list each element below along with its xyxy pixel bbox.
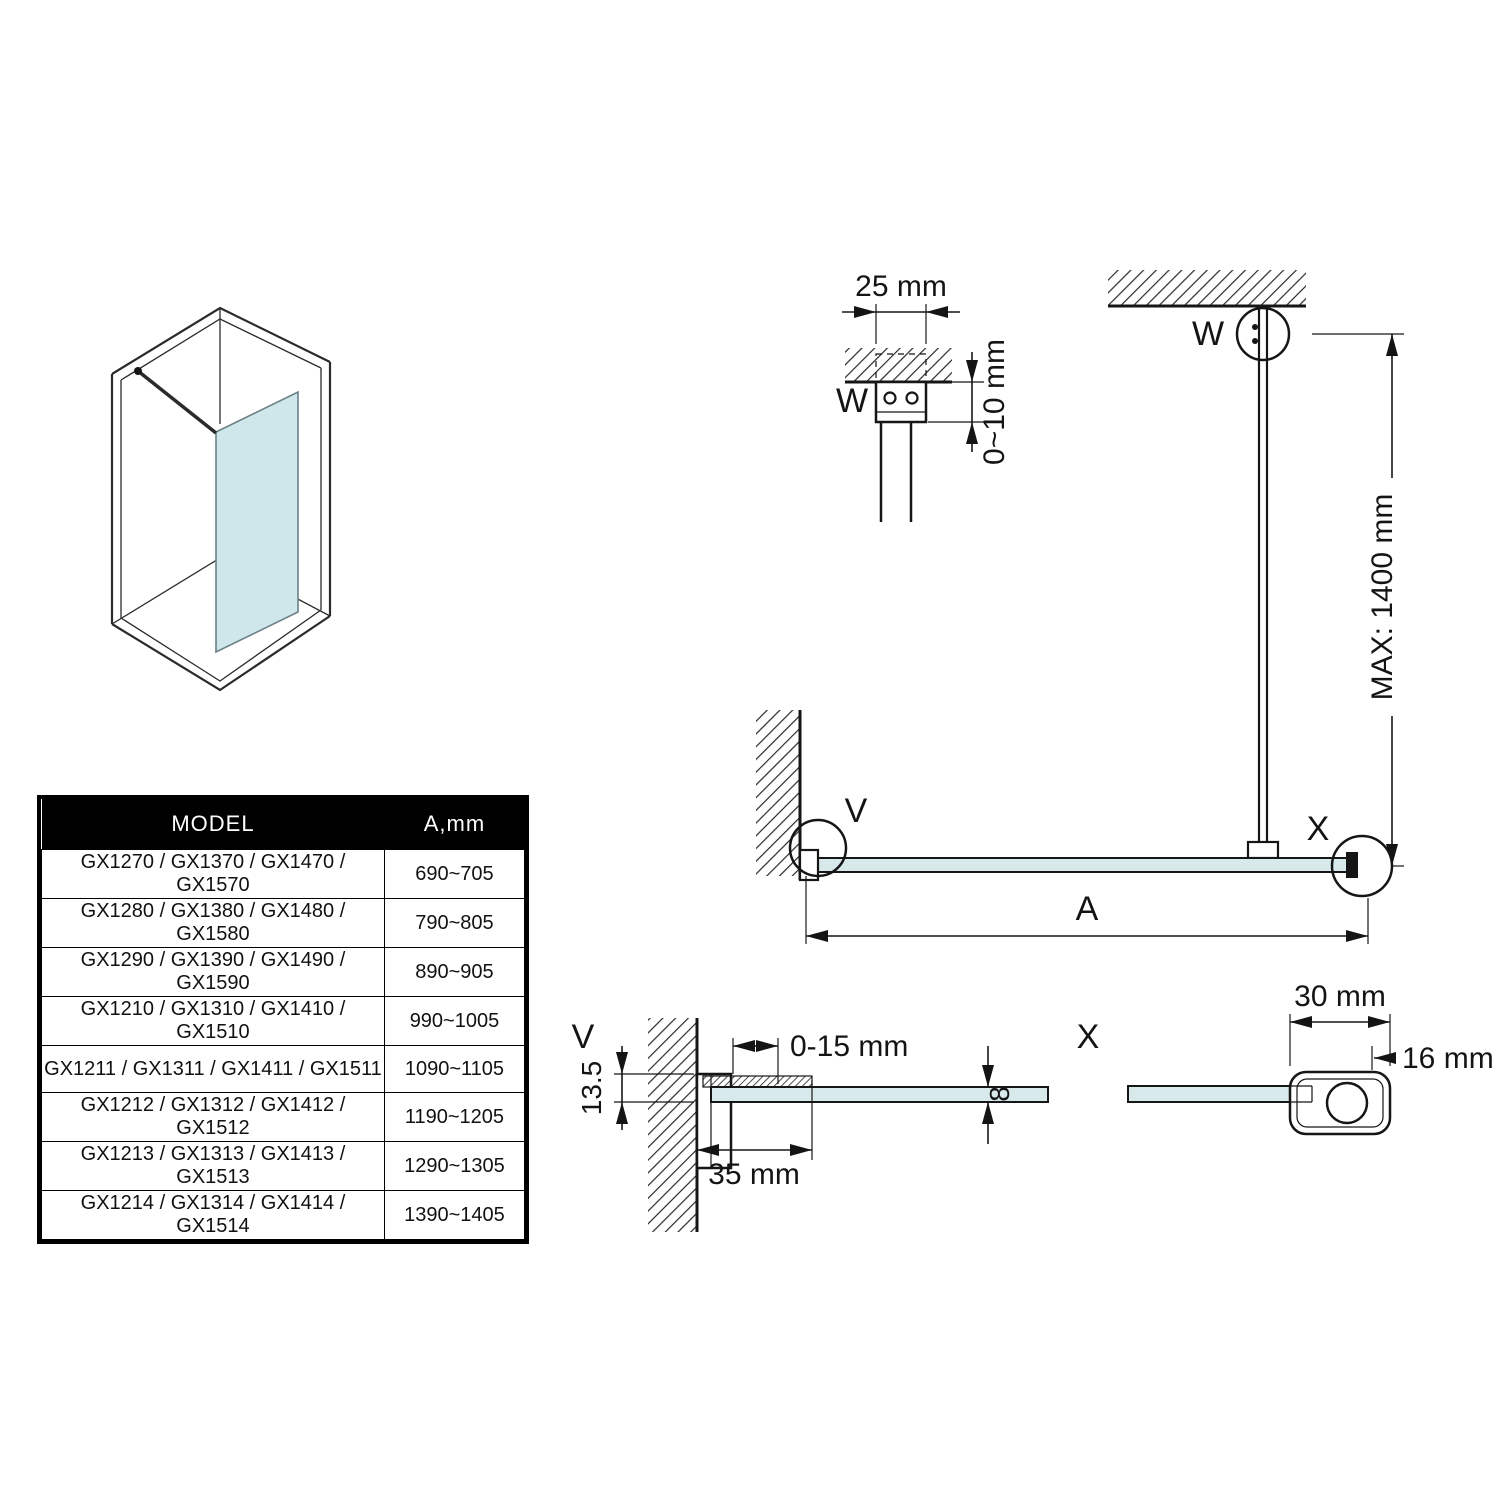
- dim-0-10mm-label: 0~10 mm: [978, 339, 1011, 465]
- detail-marker-v-circle: [788, 818, 848, 878]
- col-header-model: MODEL: [41, 799, 385, 850]
- dim-span-a: A: [805, 876, 1369, 944]
- glass-panel-section: [1127, 1085, 1313, 1103]
- dim-25mm-label: 25 mm: [855, 270, 947, 303]
- dim-25mm: 25 mm: [842, 270, 960, 344]
- detail-w-label: W: [836, 382, 868, 420]
- a-cell: 690~705: [383, 849, 526, 899]
- support-bar-iso: [136, 369, 218, 435]
- detail-x-view: 30 mm 16 mm X: [1077, 980, 1494, 1136]
- elevation-v-label: V: [845, 792, 868, 830]
- glass-slot: [1290, 1085, 1313, 1103]
- a-cell: 990~1005: [383, 996, 526, 1046]
- screw-icon: [905, 391, 919, 405]
- col-header-a-mm: A,mm: [384, 799, 525, 850]
- detail-v-view: 13.5 0-15 mm 35 mm 8 V: [572, 1018, 1049, 1232]
- dim-max-1400: MAX: 1400 mm: [1312, 333, 1404, 867]
- dim-0-15mm: 0-15 mm: [732, 1030, 908, 1084]
- table-row: GX1270 / GX1370 / GX1470 / GX1570 690~70…: [41, 849, 526, 899]
- dim-glass-8: 8: [982, 1046, 1015, 1144]
- a-cell: 1090~1105: [383, 1045, 526, 1093]
- support-bar-anchor: [134, 367, 142, 375]
- dim-13-5-label: 13.5: [576, 1061, 607, 1116]
- detail-x-label: X: [1077, 1018, 1100, 1056]
- a-cell: 1390~1405: [383, 1190, 526, 1240]
- support-bar-section: [879, 422, 913, 522]
- dim-max-1400-label: MAX: 1400 mm: [1366, 494, 1399, 701]
- glass-panel-section: [710, 1086, 1049, 1103]
- dim-35mm: 35 mm: [697, 1080, 813, 1191]
- table-row: GX1214 / GX1314 / GX1414 / GX1514 1390~1…: [41, 1190, 526, 1240]
- dim-span-a-label: A: [1076, 890, 1099, 928]
- screw-dot-icon: [1252, 338, 1258, 344]
- wall-hatch: [648, 1018, 697, 1232]
- model-cell: GX1210 / GX1310 / GX1410 / GX1510: [41, 996, 385, 1046]
- dim-16mm: 16 mm: [1371, 1042, 1494, 1075]
- screw-dot-icon: [1252, 324, 1258, 330]
- isometric-view: [110, 306, 332, 692]
- ceiling-bracket: [874, 380, 928, 424]
- clamp-gasket-strip: [702, 1075, 813, 1088]
- bar-glass-bracket: [1246, 840, 1280, 860]
- ceiling-hatch: [845, 348, 952, 382]
- model-cell: GX1270 / GX1370 / GX1470 / GX1570: [41, 849, 385, 899]
- table-row: GX1210 / GX1310 / GX1410 / GX1510 990~10…: [41, 996, 526, 1046]
- end-clamp-body: [1288, 1070, 1392, 1136]
- table-row: GX1212 / GX1312 / GX1412 / GX1512 1190~1…: [41, 1092, 526, 1142]
- detail-marker-w-circle: [1235, 306, 1291, 362]
- table-row: GX1280 / GX1380 / GX1480 / GX1580 790~80…: [41, 898, 526, 948]
- a-cell: 1290~1305: [383, 1141, 526, 1191]
- dim-35mm-label: 35 mm: [708, 1158, 800, 1191]
- glass-end-cap: [1346, 852, 1358, 878]
- a-cell: 890~905: [383, 947, 526, 997]
- table-row: GX1211 / GX1311 / GX1411 / GX1511 1090~1…: [41, 1045, 526, 1093]
- support-bar-end-circle: [1325, 1081, 1369, 1125]
- elevation-w-label: W: [1192, 315, 1224, 353]
- model-table: MODEL A,mm GX1270 / GX1370 / GX1470 / GX…: [37, 795, 529, 1244]
- table-header-row: MODEL A,mm: [41, 799, 525, 850]
- model-cell: GX1280 / GX1380 / GX1480 / GX1580: [41, 898, 385, 948]
- model-cell: GX1214 / GX1314 / GX1414 / GX1514: [41, 1190, 385, 1240]
- dim-0-15mm-label: 0-15 mm: [790, 1030, 908, 1063]
- dim-0-10mm: 0~10 mm: [928, 339, 1011, 465]
- support-bar: [1257, 306, 1269, 842]
- elevation-view: W V X MAX: 1400 mm A: [756, 270, 1404, 944]
- dim-16mm-label: 16 mm: [1402, 1042, 1494, 1075]
- end-clamp-inner: [1296, 1078, 1384, 1128]
- screw-icon: [883, 391, 897, 405]
- ceiling-hatch: [1108, 270, 1306, 306]
- dim-30mm: 30 mm: [1289, 980, 1391, 1066]
- model-cell: GX1212 / GX1312 / GX1412 / GX1512: [41, 1092, 385, 1142]
- dim-30mm-label: 30 mm: [1294, 980, 1386, 1013]
- wall-hatch: [756, 710, 800, 876]
- table-row: GX1213 / GX1313 / GX1413 / GX1513 1290~1…: [41, 1141, 526, 1191]
- model-cell: GX1211 / GX1311 / GX1411 / GX1511: [41, 1045, 385, 1093]
- dim-glass-8-label: 8: [984, 1086, 1015, 1102]
- a-cell: 1190~1205: [383, 1092, 526, 1142]
- table-row: GX1290 / GX1390 / GX1490 / GX1590 890~90…: [41, 947, 526, 997]
- glass-panel-top-view: [799, 857, 1357, 873]
- glass-panel-iso: [215, 390, 299, 654]
- elevation-x-label: X: [1307, 810, 1330, 848]
- detail-v-label: V: [572, 1018, 595, 1056]
- dim-13-5: 13.5: [576, 1046, 694, 1130]
- model-cell: GX1213 / GX1313 / GX1413 / GX1513: [41, 1141, 385, 1191]
- a-cell: 790~805: [383, 898, 526, 948]
- model-cell: GX1290 / GX1390 / GX1490 / GX1590: [41, 947, 385, 997]
- detail-w-view: 25 mm 0~10 mm W: [836, 270, 1011, 522]
